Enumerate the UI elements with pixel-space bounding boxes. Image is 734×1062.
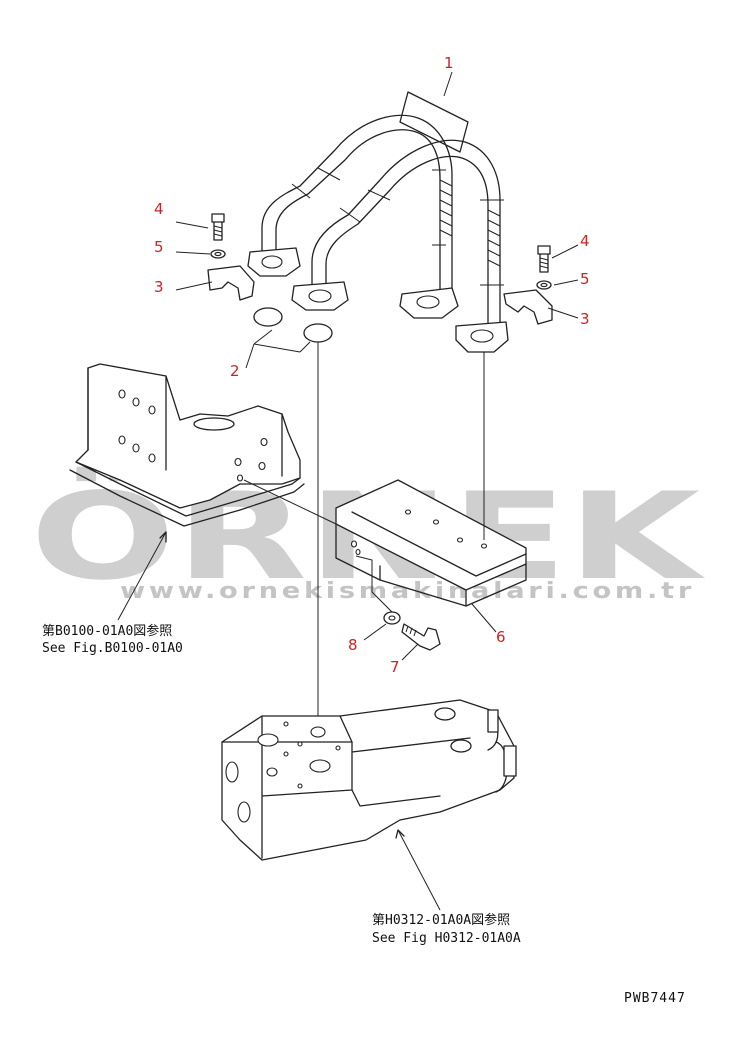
- bracket-6: [335, 479, 527, 607]
- label-1: 1: [444, 54, 454, 72]
- valve-ref-jp: 第H0312-01A0A図参照: [372, 912, 510, 928]
- frame-ref-en: See Fig.B0100-01A0: [42, 641, 183, 656]
- mounting-fasteners: [383, 611, 441, 651]
- drawing-code: PWB7447: [624, 991, 686, 1006]
- half-flange-3-right: [503, 289, 553, 325]
- frame-ref-jp: 第B0100-01A0図参照: [42, 623, 172, 639]
- valve-body: [221, 699, 515, 861]
- frame-ref-arrow: [117, 531, 167, 621]
- bolt-4-right: [537, 245, 551, 255]
- leader-lines: [117, 71, 579, 911]
- label-5-right: 5: [580, 270, 590, 288]
- hose-1: [261, 114, 453, 291]
- left-fasteners: [207, 213, 255, 301]
- part-labels: 1 2 3 3 4 4 5 5 6 7 8: [154, 54, 590, 676]
- right-fasteners: [503, 245, 553, 325]
- label-8: 8: [348, 636, 358, 654]
- label-5-left: 5: [154, 238, 164, 256]
- watermark-url: www.ornekismakinalari.com.tr: [120, 579, 695, 604]
- frame-reference: 第B0100-01A0図参照 See Fig.B0100-01A0: [42, 623, 183, 656]
- label-7: 7: [390, 658, 400, 676]
- o-rings: [253, 307, 333, 353]
- label-4-left: 4: [154, 200, 164, 218]
- control-valve: [221, 699, 517, 861]
- bolt-4-left: [211, 213, 225, 223]
- label-6: 6: [496, 628, 506, 646]
- o-ring-right: [303, 323, 333, 343]
- half-flange-3-left: [207, 265, 255, 301]
- frame-body: [75, 363, 301, 509]
- label-2: 2: [230, 362, 240, 380]
- hose-assembly: [247, 91, 509, 353]
- hose-bracket-block: [399, 91, 469, 153]
- valve-ref-en: See Fig H0312-01A0A: [372, 931, 521, 946]
- valve-reference: 第H0312-01A0A図参照 See Fig H0312-01A0A: [372, 912, 521, 946]
- hose-2: [311, 139, 501, 331]
- label-3-left: 3: [154, 278, 164, 296]
- label-4-right: 4: [580, 232, 590, 250]
- o-ring-left: [253, 307, 283, 327]
- valve-ref-arrow: [397, 829, 441, 911]
- frame-part: [69, 363, 305, 527]
- watermark: ÖRNEK www.ornekismakinalari.com.tr: [30, 467, 706, 607]
- label-3-right: 3: [580, 310, 590, 328]
